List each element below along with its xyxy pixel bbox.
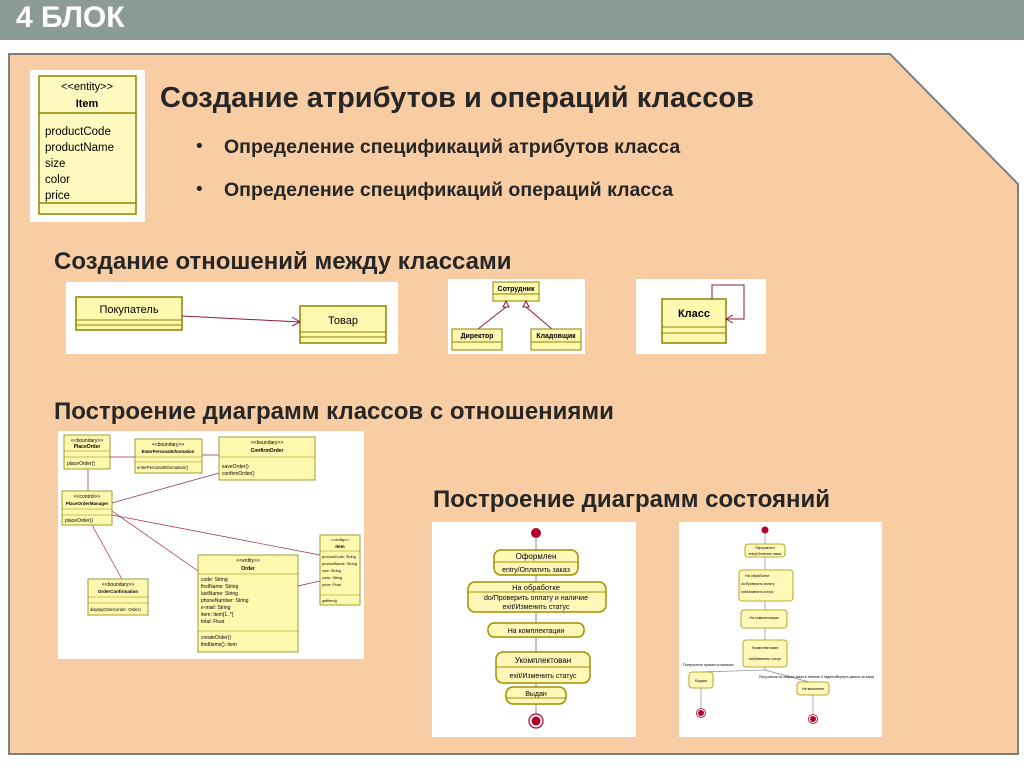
state-diagram-1-image: Оформлен entry/Оплатить заказ На обработ…	[432, 522, 636, 737]
cd-attr: code: String	[201, 577, 228, 583]
class-buyer: Покупатель	[99, 304, 158, 316]
state-label: На комплектации	[749, 616, 778, 620]
state-action: entry/Оплатить заказ	[749, 552, 782, 556]
section-title-class-diagrams: Построение диаграмм классов с отношениям…	[54, 398, 614, 425]
cd-manager: PlaceOrderManager	[66, 501, 109, 506]
bullet-item: Определение спецификаций операций класса	[224, 179, 674, 201]
entity-item-image: <<entity>> Item productCode productName …	[30, 70, 145, 222]
state-action: exit/Изменить статус	[741, 590, 774, 594]
self-association-image: Класс	[636, 279, 766, 354]
cd-enter-info: EnterPersonalInformation	[142, 449, 195, 454]
class-goods: Товар	[328, 315, 358, 327]
cd-stereo: <<entity>>	[331, 537, 351, 542]
section-title-attributes: Создание атрибутов и операций классов	[160, 82, 754, 114]
cd-attr: productName: String	[322, 562, 357, 566]
entity-attr: size	[45, 158, 65, 170]
state-label: Укомплектован	[752, 646, 779, 650]
cd-op: createOrder()	[201, 635, 231, 641]
class-employee: Сотрудник	[498, 286, 535, 293]
state-action: entry/Оплатить заказ	[502, 567, 570, 574]
class-diagram-image: <<boundary>> PlaceOrder placeOrder() <<b…	[58, 431, 364, 659]
bullet-dot: •	[196, 136, 203, 157]
inheritance-image: Сотрудник Директор Кладовщик	[448, 279, 585, 354]
state-diagram-2-image: Оформлен entry/Оплатить заказ На обработ…	[679, 522, 882, 737]
cd-stereo: <<entity>>	[236, 558, 260, 564]
state-label: Оформлен	[516, 552, 557, 561]
cd-attr: total: Float	[201, 619, 225, 625]
entity-attr: color	[45, 174, 70, 186]
cd-op: findItems(): item	[201, 642, 237, 648]
cd-confirm-order: ConfirmOrder	[251, 448, 284, 454]
bullet-dot: •	[196, 179, 203, 200]
header-bar: 4 БЛОК	[0, 0, 1024, 40]
cd-stereo: <<boundary>>	[71, 438, 104, 444]
state-label: Выдан	[525, 691, 547, 698]
cd-op: confirmOrder()	[222, 471, 255, 477]
state-label: На комплектации	[508, 628, 565, 635]
state-action: exit/Изменить статус	[749, 657, 782, 661]
cd-op: placeOrder()	[67, 461, 95, 467]
cd-attr: firstName: String	[201, 584, 238, 590]
cd-attr: color: String	[322, 576, 342, 580]
transition-label: Получатель пришел в магазин	[683, 663, 734, 667]
state-action: exit/Изменить статус	[503, 604, 570, 611]
cd-confirmation: OrderConfirmation	[98, 589, 139, 594]
entity-name: Item	[76, 98, 99, 110]
cd-attr: price: Float	[322, 583, 342, 587]
entity-attr: productName	[45, 142, 114, 154]
cd-attr: lastName: String	[201, 591, 238, 597]
cd-op: getItem()	[322, 599, 338, 603]
transition-label: Получатель не забрал заказ в течение 3 н…	[759, 675, 874, 679]
state-action: do/Проверить оплату	[741, 582, 775, 586]
cd-op: placeOrder()	[65, 518, 93, 524]
state-action: do/Проверить оплату и наличие	[484, 595, 588, 602]
class-storekeeper: Кладовщик	[536, 333, 576, 340]
state-label: Оформлен	[755, 546, 774, 550]
entity-stereotype: <<entity>>	[61, 81, 113, 93]
cd-attr: item: Item[1..*]	[201, 612, 234, 618]
state-label: Выдан	[695, 679, 707, 683]
cd-attr: productCode: String	[322, 555, 356, 559]
state-action: exit/Изменить статус	[510, 673, 577, 680]
class-director: Директор	[461, 333, 494, 340]
cd-order: Order	[241, 566, 255, 572]
entity-attr: productCode	[45, 126, 111, 138]
cd-stereo: <<control>>	[74, 494, 101, 500]
cd-attr: e-mail: String	[201, 605, 231, 611]
cd-stereo: <<boundary>>	[102, 582, 135, 588]
cd-op: displayOrder(order: Order)	[90, 607, 141, 612]
cd-attr: size: String	[322, 569, 341, 573]
state-label: На обработке	[512, 583, 560, 592]
cd-item: Item	[335, 544, 344, 549]
cd-attr: phoneNumber: String	[201, 598, 249, 604]
bullet-item: Определение спецификаций атрибутов класс…	[224, 136, 681, 158]
state-label: Укомплектован	[515, 656, 571, 665]
entity-attr: price	[45, 190, 70, 202]
state-label: Не выполнен	[802, 687, 824, 691]
cd-stereo: <<boundary>>	[251, 440, 284, 446]
cd-op: saveOrder()	[222, 464, 249, 470]
class-self: Класс	[678, 308, 710, 320]
cd-stereo: <<boundary>>	[152, 442, 185, 448]
cd-op: enterPersonalInformation()	[137, 465, 189, 470]
slide-title: 4 БЛОК	[16, 1, 125, 34]
section-title-state-diagrams: Построение диаграмм состояний	[433, 486, 830, 513]
association-image: Покупатель Товар	[66, 282, 398, 354]
state-label: На обработке	[745, 574, 769, 578]
cd-place-order: PlaceOrder	[74, 444, 101, 450]
section-title-relations: Создание отношений между классами	[54, 248, 512, 275]
